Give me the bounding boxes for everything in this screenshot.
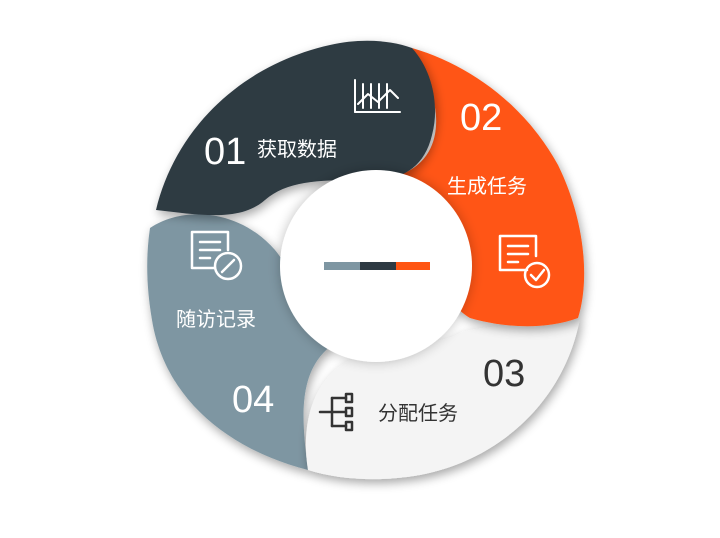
line-chart-icon	[354, 79, 401, 113]
document-edit-icon	[190, 230, 243, 281]
step-04-label: 随访记录	[176, 307, 256, 331]
step-03-number: 03	[483, 353, 525, 395]
step-02-label: 生成任务	[447, 174, 527, 198]
step-03-label: 分配任务	[378, 401, 458, 425]
step-01: 01 获取数据	[204, 79, 401, 173]
step-02: 02 生成任务	[447, 97, 551, 289]
step-04-number: 04	[232, 379, 274, 421]
center-bar-dark	[360, 262, 396, 270]
hierarchy-icon	[318, 392, 354, 432]
step-01-number: 01	[204, 131, 246, 173]
step-03: 03 分配任务	[318, 353, 525, 432]
center-bar-grey	[324, 262, 360, 270]
center-bar-orange	[396, 262, 430, 270]
step-02-number: 02	[460, 97, 502, 139]
document-check-icon	[498, 234, 551, 289]
step-01-label: 获取数据	[257, 137, 337, 161]
center-color-bar	[324, 262, 430, 270]
step-04: 04 随访记录	[176, 230, 274, 421]
